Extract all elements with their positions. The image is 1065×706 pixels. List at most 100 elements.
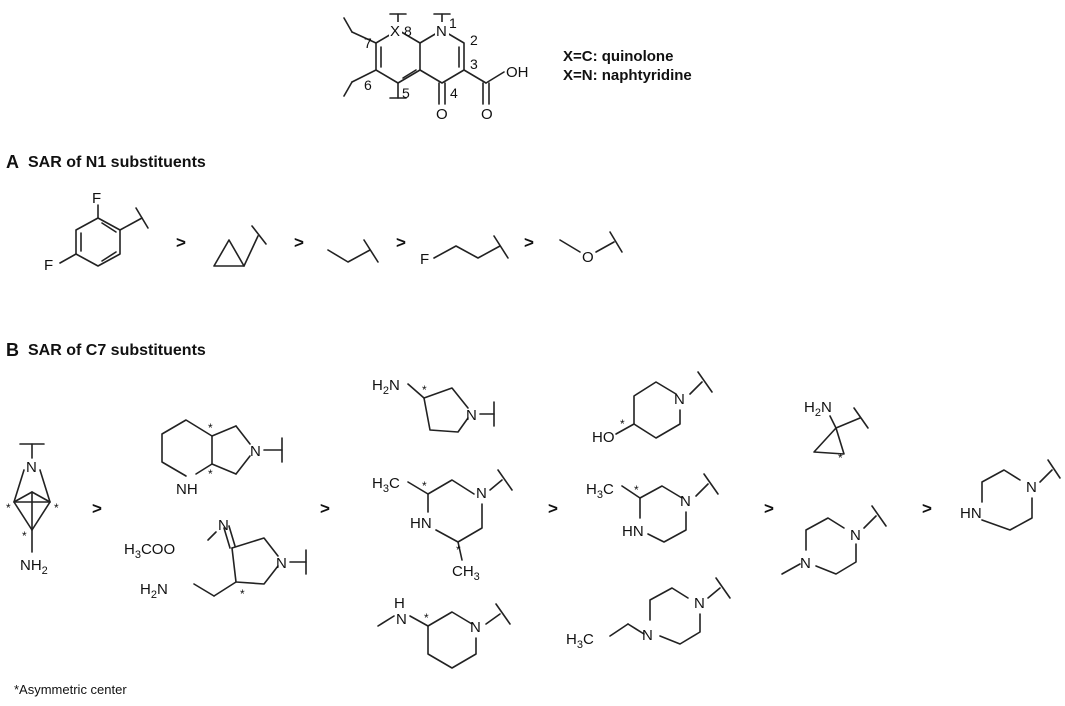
ring-bond xyxy=(211,425,237,437)
aryl-double-bond xyxy=(101,222,117,233)
core-bond xyxy=(351,69,377,83)
asymmetric-center-marker: * xyxy=(634,483,639,497)
ring-bond xyxy=(633,381,677,425)
aminomethyl-sub: 2 xyxy=(151,589,157,601)
attachment-mark xyxy=(251,225,267,245)
fluoroethyl-chain xyxy=(433,245,501,259)
section-b-title: SAR of C7 substituents xyxy=(28,342,206,359)
methylpiperazine-h: H xyxy=(586,481,597,498)
piperazine-n-label: N xyxy=(1026,479,1037,496)
dimethylpiperazine-bottom-methyl-label: CH3 xyxy=(452,563,480,583)
core-position-6: 6 xyxy=(364,77,372,93)
asymmetric-center-marker: * xyxy=(54,501,59,515)
greater-than-operator: > xyxy=(396,233,406,252)
n1-difluorophenyl: F F xyxy=(44,190,149,274)
asymmetric-center-marker: * xyxy=(422,479,427,493)
aminomethyl-h: H xyxy=(140,581,151,598)
asymmetric-center-marker: * xyxy=(208,467,213,481)
methyl-bond xyxy=(377,615,395,627)
hydroxypiperidine-ho-label: HO xyxy=(592,429,615,446)
oxime-double-bond xyxy=(228,525,236,547)
footnote-asymmetric-center: *Asymmetric center xyxy=(14,682,127,697)
greater-than-operator: > xyxy=(524,233,534,252)
core-bond xyxy=(485,71,505,84)
methylamine-n-label: N xyxy=(396,611,407,628)
aminopyrrolidine-amine-label: H2N xyxy=(372,377,400,397)
core-bond xyxy=(343,81,353,97)
greater-than-operator: > xyxy=(922,499,932,518)
methylpiperazine-sub: 3 xyxy=(597,489,603,501)
asymmetric-center-marker: * xyxy=(422,383,427,397)
ring-bond xyxy=(195,463,213,475)
ring-bond xyxy=(633,409,681,439)
methoxy-oxime-co: CO xyxy=(141,541,164,558)
bicyclo-n-label: N xyxy=(26,459,37,476)
dimethylpiperazine-n-label: N xyxy=(476,485,487,502)
greater-than-operator: > xyxy=(92,499,102,518)
aminocyclopropyl-n: N xyxy=(821,399,832,416)
attachment-mark xyxy=(363,239,379,263)
ethylpiperazine-h: H xyxy=(566,631,577,648)
core-acid-oh-label: OH xyxy=(506,64,529,81)
dimethylpiperazine-top-c: C xyxy=(389,475,400,492)
methylpiperazine-methyl-label: H3C xyxy=(586,481,614,501)
aminopyrrolidine-n: N xyxy=(389,377,400,394)
methoxy-o-label: O xyxy=(582,249,594,266)
core-double-bond xyxy=(402,69,417,79)
attachment-mark xyxy=(715,577,731,599)
methylpiperazine-c: C xyxy=(603,481,614,498)
asymmetric-center-marker: * xyxy=(22,529,27,543)
ring-bond xyxy=(981,469,1021,503)
ring-bond xyxy=(427,611,473,627)
n1-cyclopropyl xyxy=(213,225,267,267)
quinolone-core-structure: X N O O OH 1 2 3 4 5 6 7 8 xyxy=(343,13,529,123)
ring-bond xyxy=(1039,469,1053,483)
ethylpiperazine-n1-label: N xyxy=(642,627,653,644)
octahydro-nh-h: H xyxy=(187,481,198,498)
ring-bond xyxy=(707,587,721,599)
attachment-mark xyxy=(1047,459,1061,479)
oxime-pyrrolidine-n-label: N xyxy=(276,555,287,572)
ring-bond xyxy=(423,387,469,409)
c7-methylaminopiperidine: H N N * xyxy=(377,595,511,669)
methoxy-oxime-label: H3COO xyxy=(124,541,175,561)
asymmetric-center-marker: * xyxy=(6,501,11,515)
core-bond xyxy=(351,31,377,44)
ring-bond xyxy=(31,501,51,531)
methoxy-oxime-o: O xyxy=(163,541,175,558)
amine-bond xyxy=(409,615,429,627)
ring-bond xyxy=(211,463,237,475)
c7-dimethylpiperazine: H3C HN N CH3 * * xyxy=(372,469,513,583)
core-ring-x-label: X xyxy=(390,23,400,40)
asymmetric-center-marker: * xyxy=(456,543,461,557)
ring-bond xyxy=(423,397,469,433)
c7-methylpiperazine: H3C HN N * xyxy=(586,473,719,543)
ring-bond xyxy=(435,503,483,543)
core-ring-n-label: N xyxy=(436,23,447,40)
bicyclo-amine-label: NH2 xyxy=(20,557,48,577)
attachment-mark xyxy=(135,207,149,229)
ethylpiperazine-c: C xyxy=(583,631,594,648)
legend-naphtyridine: X=N: naphtyridine xyxy=(563,67,692,84)
greater-than-operator: > xyxy=(294,233,304,252)
legend-quinolone: X=C: quinolone xyxy=(563,48,673,65)
octahydro-nh-label: NH xyxy=(176,481,198,498)
c7-hydroxypiperidine: HO N * xyxy=(592,371,713,446)
n-methylpiperazine-n2-label: N xyxy=(850,527,861,544)
greater-than-operator: > xyxy=(320,499,330,518)
dimethylpiperazine-hn-label: HN xyxy=(410,515,432,532)
ring-bond xyxy=(231,537,279,557)
ortho-f-label: F xyxy=(92,190,101,207)
ring-bond xyxy=(815,543,857,575)
dimethylpiperazine-bottom-ch: CH xyxy=(452,563,474,580)
greater-than-operator: > xyxy=(764,499,774,518)
octahydro-ring-n-label: N xyxy=(250,443,261,460)
ring-bond xyxy=(647,511,687,543)
ring-bond xyxy=(649,587,689,621)
aminomethyl-n: N xyxy=(157,581,168,598)
methylpiperazine-hn-label: HN xyxy=(622,523,644,540)
methylaminopiperidine-ring-n-label: N xyxy=(470,619,481,636)
methylamine-nh-label: H xyxy=(394,595,405,612)
ring-bond xyxy=(695,483,709,497)
